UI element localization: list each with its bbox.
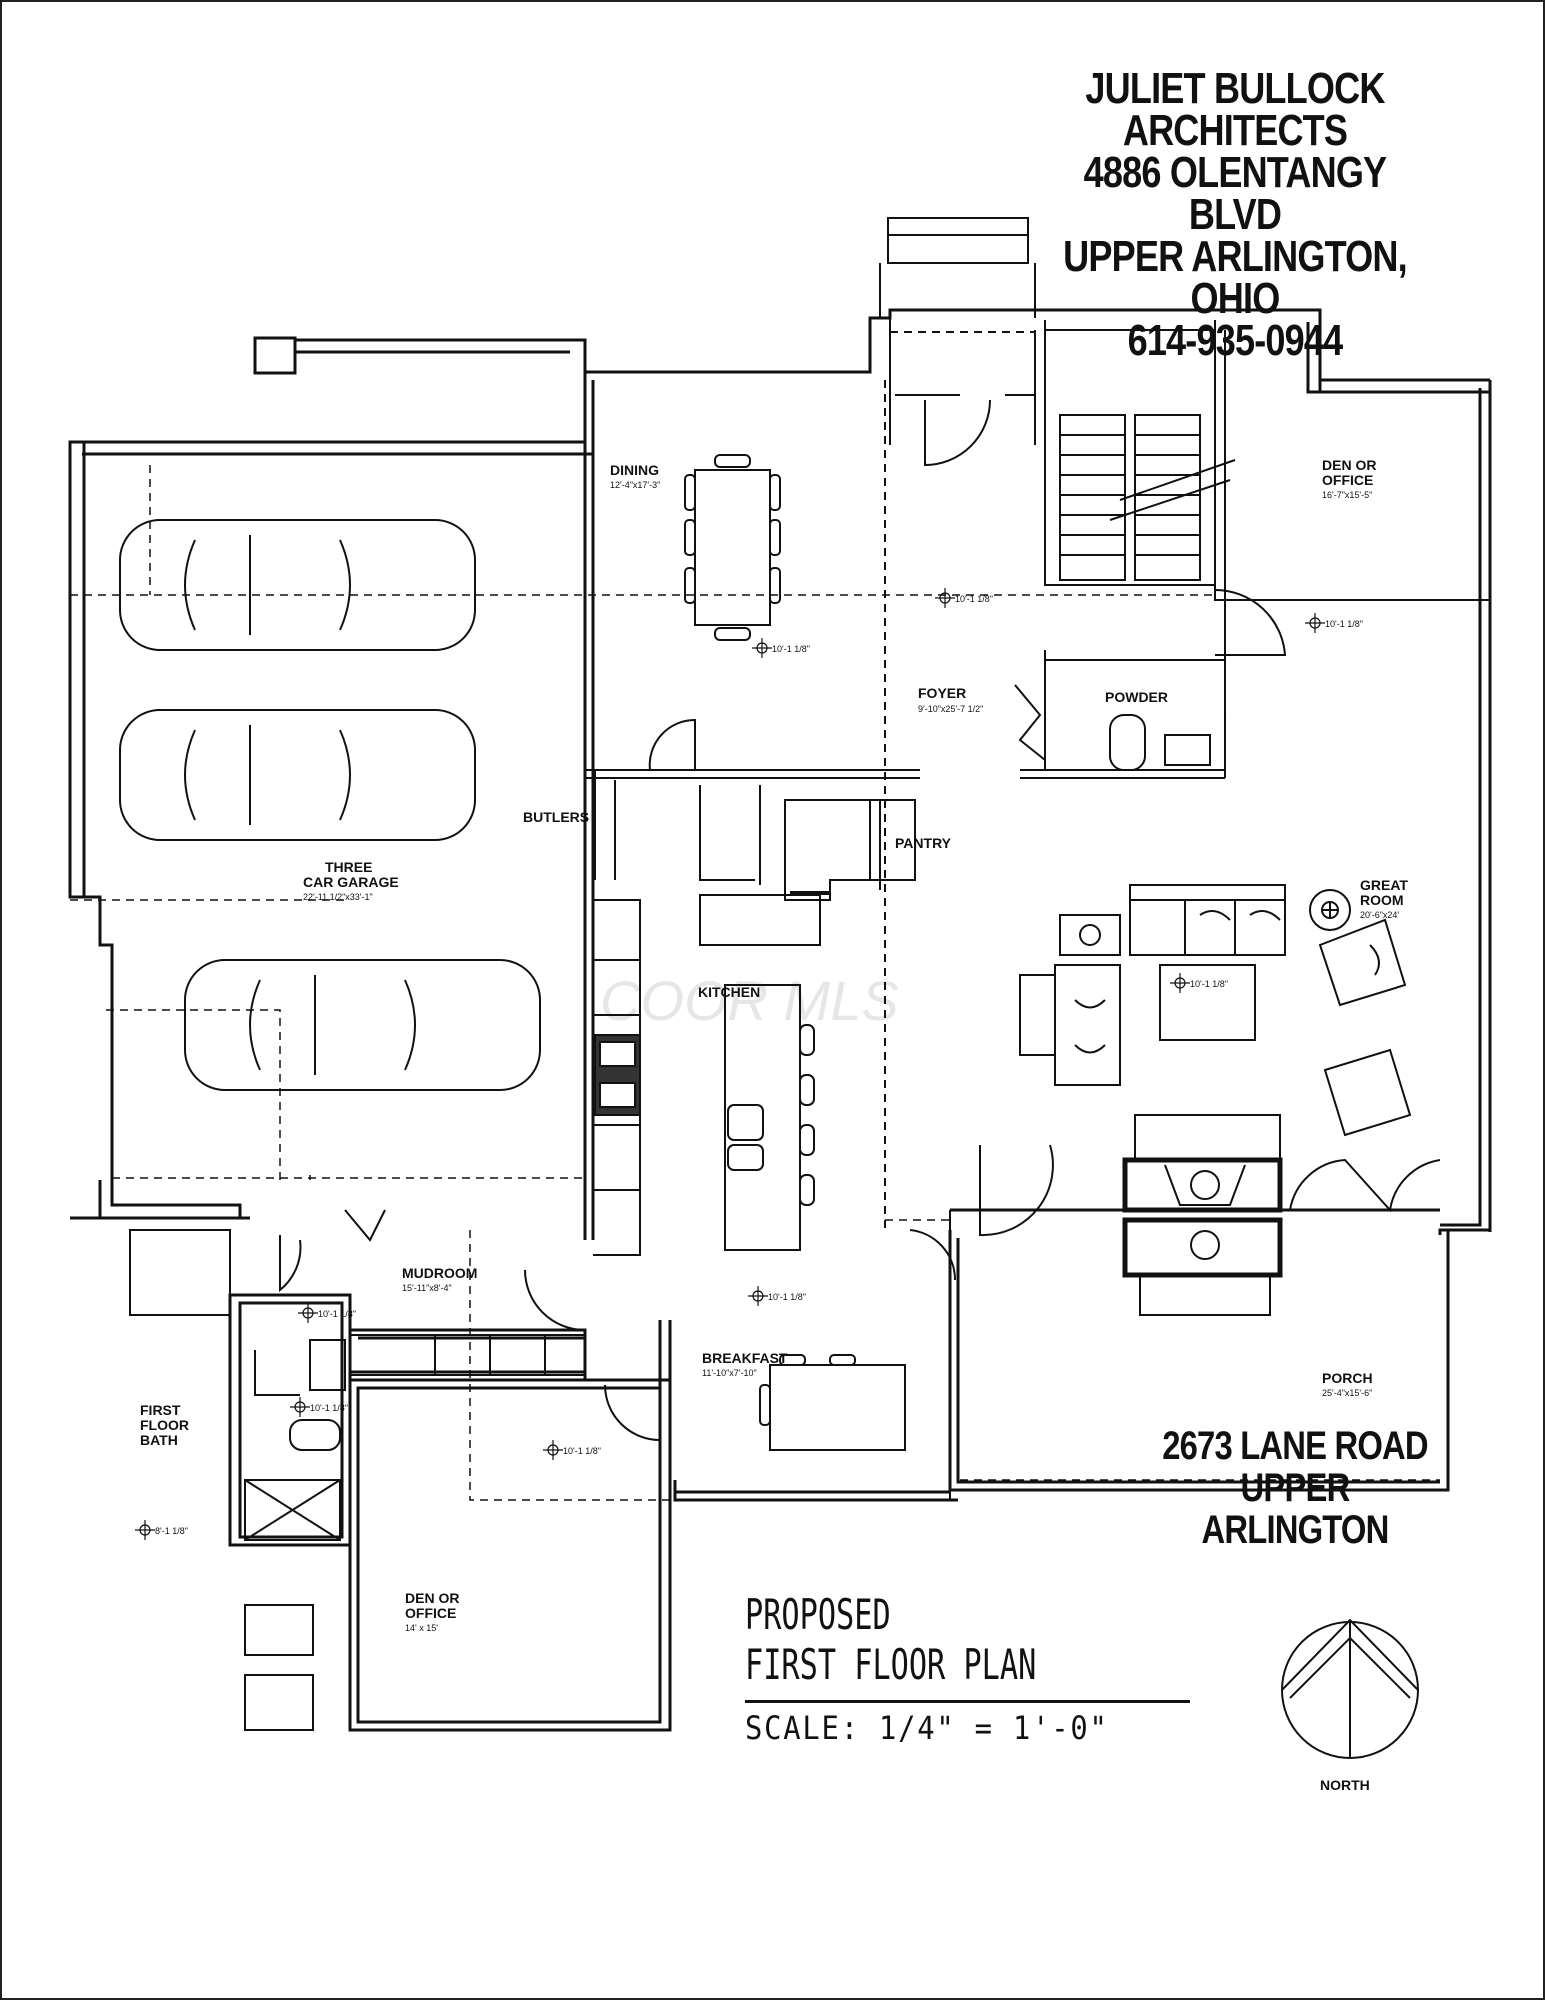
den-top-label-1: DEN OR [1322, 457, 1376, 473]
great-room-dims: 20'-6"x24' [1360, 910, 1399, 920]
great-room-furniture [1019, 884, 1412, 1137]
den-bottom-dims: 14' x 15' [405, 1623, 438, 1633]
den-bottom-label-1: DEN OR [405, 1590, 459, 1606]
bath-label-1: FIRST [140, 1402, 181, 1418]
exterior-pads [129, 1229, 314, 1731]
ceiling-height-labels: 10'-1 1/8" 10'-1 1/8" 10'-1 1/8" 10'-1 1… [155, 594, 1363, 1536]
plan-title-line-1: PROPOSED [745, 1590, 891, 1639]
title-rule [745, 1700, 1190, 1703]
garage-cars [119, 519, 541, 1091]
ceiling-height: 10'-1 1/8" [772, 644, 810, 654]
breakfast-table [759, 1354, 906, 1451]
interior-walls [350, 310, 1490, 1500]
ceiling-height: 8'-1 1/8" [155, 1526, 188, 1536]
foyer-label: FOYER [918, 685, 966, 701]
breakfast-label: BREAKFAST [702, 1350, 788, 1366]
mudroom-label: MUDROOM [402, 1265, 477, 1281]
garage-label-2: CAR GARAGE [303, 874, 399, 890]
plan-title-line-2: FIRST FLOOR PLAN [745, 1640, 1037, 1689]
bath-label-2: FLOOR [140, 1417, 189, 1433]
ceiling-height: 10'-1 1/8" [310, 1403, 348, 1413]
ceiling-markers [135, 588, 1325, 1540]
bath-label-3: BATH [140, 1432, 178, 1448]
fireplace [1122, 1114, 1283, 1316]
den-bottom-label-2: OFFICE [405, 1605, 456, 1621]
firm-name: JULIET BULLOCK ARCHITECTS [1085, 64, 1385, 155]
property-address: 2673 LANE ROAD UPPER ARLINGTON [1147, 1425, 1442, 1551]
dining-dims: 12'-4"x17'-3" [610, 480, 660, 490]
bath-fixtures [244, 714, 1211, 1541]
doors [254, 399, 1441, 1442]
butlers-label: BUTLERS [523, 809, 589, 825]
dining-table [684, 454, 781, 641]
north-label: NORTH [1320, 1777, 1370, 1793]
foyer-dims: 9'-10"x25'-7 1/2" [918, 704, 983, 714]
den-top-label-2: OFFICE [1322, 472, 1373, 488]
garage-dims: 22'-11 1/2"x33'-1" [303, 892, 373, 902]
property-city: UPPER ARLINGTON [1201, 1466, 1390, 1552]
watermark: COOR MLS [600, 969, 899, 1032]
firm-street: 4886 OLENTANGY BLVD [1083, 148, 1387, 239]
room-labels: DINING 12'-4"x17'-3" DEN OR OFFICE 16'-7… [140, 457, 1408, 1793]
firm-city: UPPER ARLINGTON, OHIO [1063, 232, 1408, 323]
garage-label-1: THREE [325, 859, 372, 875]
dashed-lines [70, 465, 1440, 1501]
exterior-walls [68, 308, 1492, 1732]
great-room-label-2: ROOM [1360, 892, 1404, 908]
powder-label: POWDER [1105, 689, 1168, 705]
porch-dims: 25'-4"x15'-6" [1322, 1388, 1372, 1398]
property-street: 2673 LANE ROAD [1162, 1424, 1428, 1468]
pantry-label: PANTRY [895, 835, 952, 851]
kitchen-island [724, 984, 815, 1251]
ceiling-height: 10'-1 1/8" [1190, 979, 1228, 989]
ceiling-height: 10'-1 1/8" [768, 1292, 806, 1302]
plan-scale: SCALE: 1/4" = 1'-0" [745, 1709, 1109, 1747]
plan-title-block: PROPOSED FIRST FLOOR PLAN SCALE: 1/4" = … [745, 1590, 1190, 1753]
ceiling-height: 10'-1 1/8" [1325, 619, 1363, 629]
kitchen-label: KITCHEN [698, 984, 760, 1000]
ceiling-height: 10'-1 1/8" [318, 1309, 356, 1319]
great-room-label-1: GREAT [1360, 877, 1408, 893]
north-arrow [1281, 1618, 1419, 1759]
mudroom-dims: 15'-11"x8'-4" [402, 1283, 452, 1293]
dining-label: DINING [610, 462, 659, 478]
ceiling-height: 10'-1 1/8" [563, 1446, 601, 1456]
breakfast-dims: 11'-10"x7'-10" [702, 1368, 757, 1378]
entry-portico [879, 217, 1036, 333]
den-top-dims: 16'-7"x15'-5" [1322, 490, 1372, 500]
porch-label: PORCH [1322, 1370, 1373, 1386]
stairs [1044, 329, 1236, 586]
ceiling-height: 10'-1 1/8" [955, 594, 993, 604]
